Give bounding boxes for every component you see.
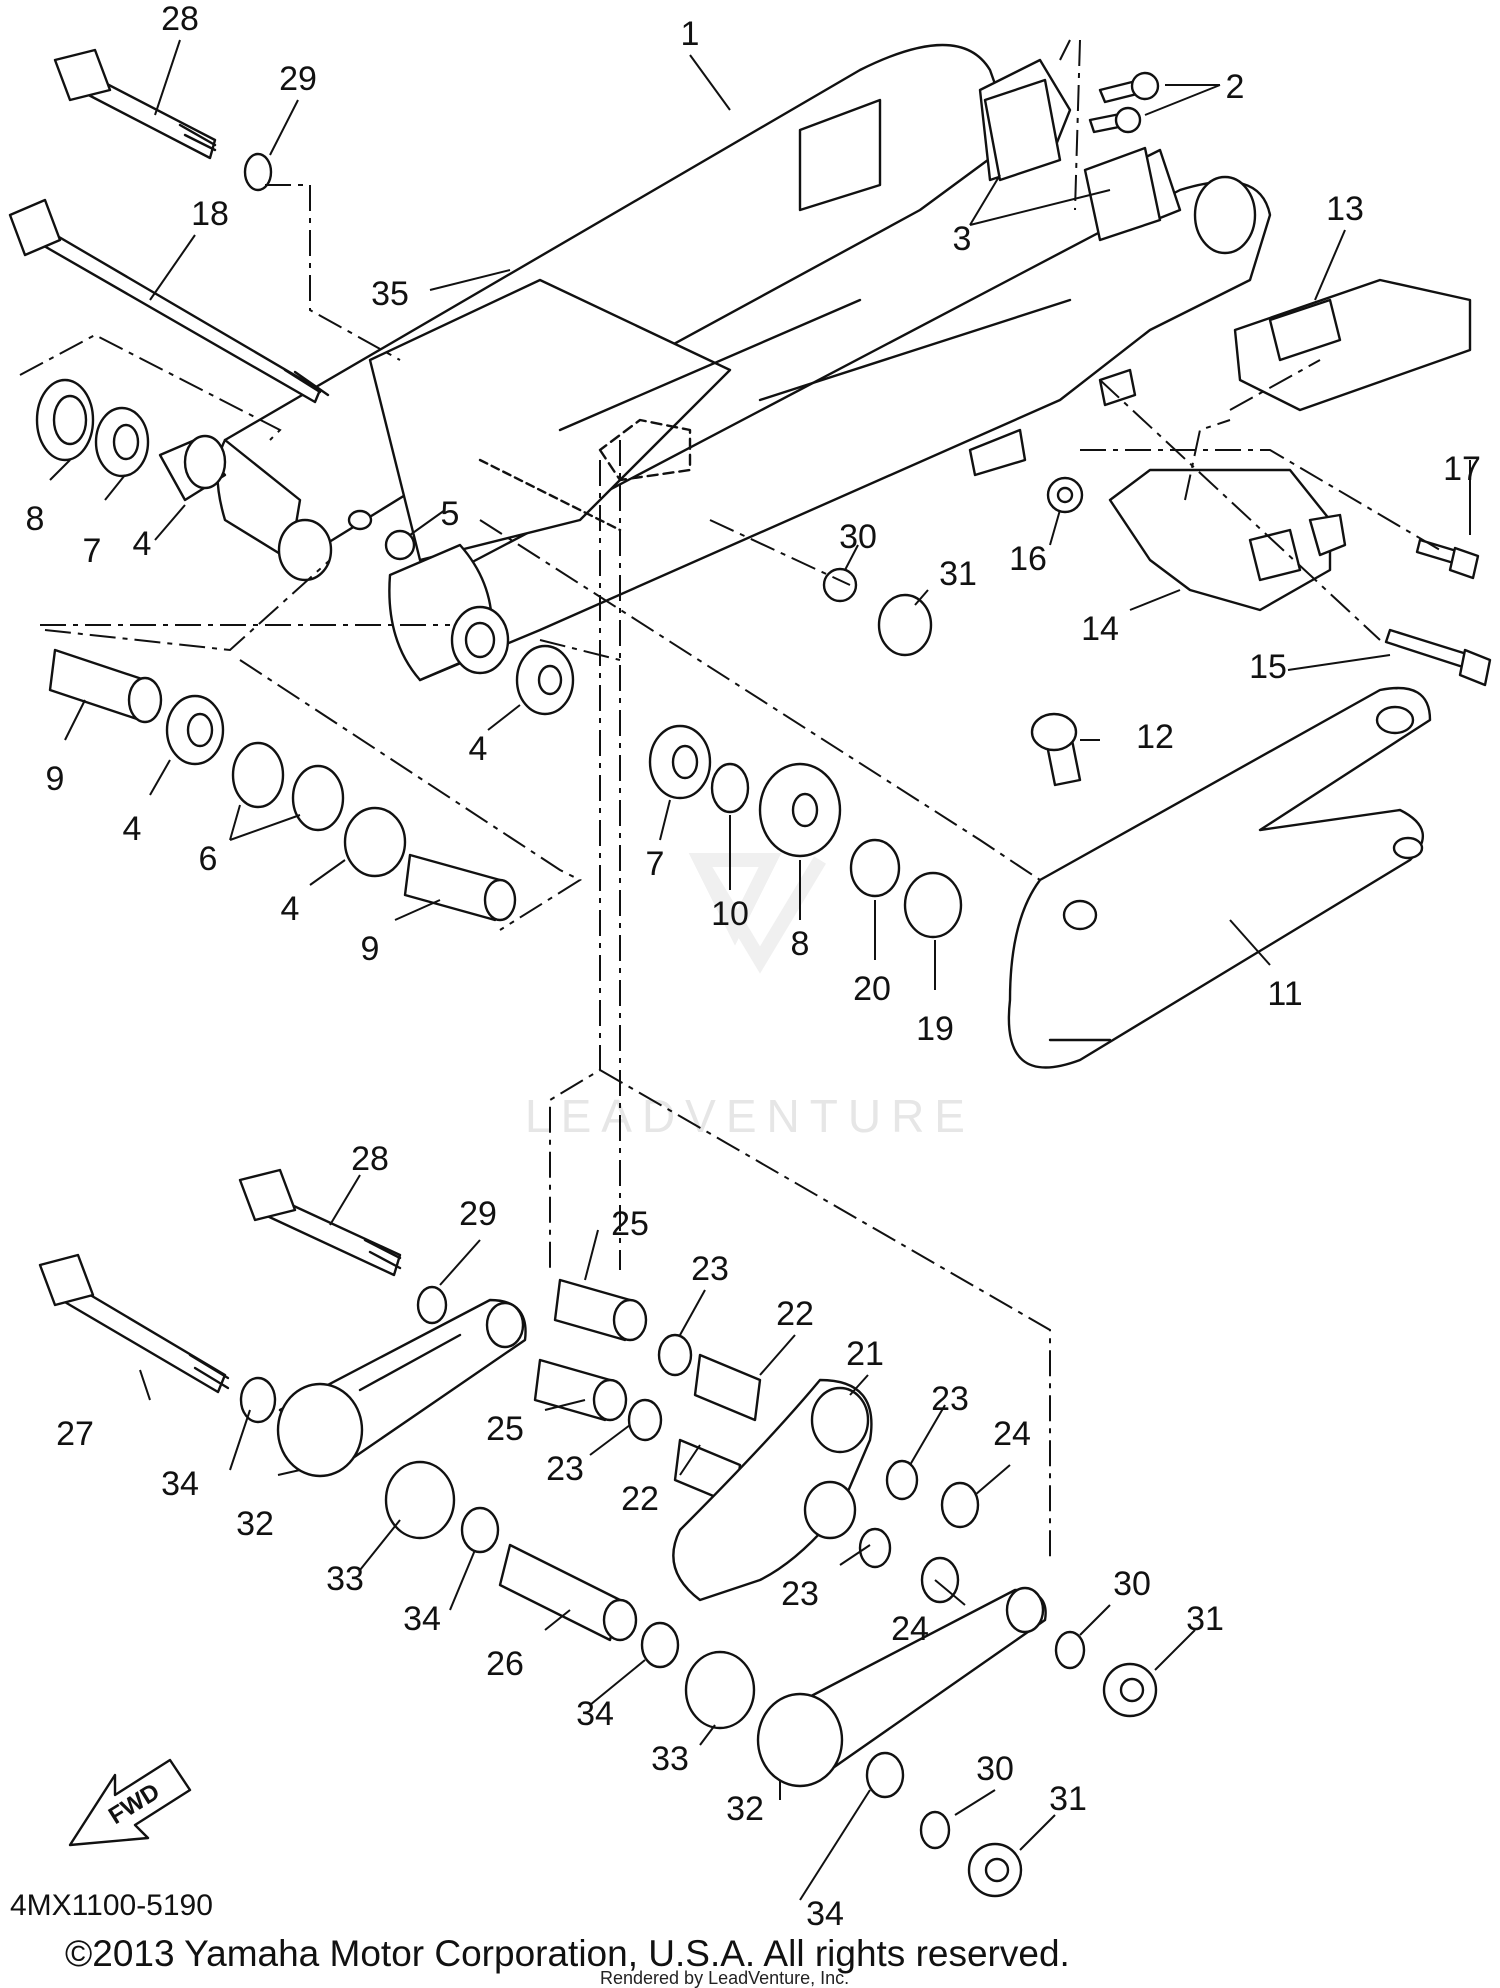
link-bolt-27	[38, 1253, 230, 1394]
callout-9-left: 9	[46, 760, 65, 798]
callout-31-mid: 31	[1186, 1600, 1224, 1638]
rendered-by: Rendered by LeadVenture, Inc.	[600, 1968, 849, 1988]
callouts: 28 29 18 1 2 3 35 13 13 8 7 4 5 30 31 16…	[26, 0, 1481, 1933]
callout-11: 11	[1267, 975, 1302, 1013]
copyright-line: ©2013 Yamaha Motor Corporation, U.S.A. A…	[65, 1933, 1070, 1974]
washer-29-top	[243, 152, 273, 192]
plate-3-parts	[983, 78, 1162, 242]
fwd-arrow-icon: FWD	[68, 1758, 192, 1847]
linkage-center-parts	[533, 1278, 980, 1604]
callout-7-mid: 7	[646, 845, 665, 883]
link-bolt-28-lower	[238, 1168, 402, 1277]
callout-34-d: 34	[806, 1895, 844, 1933]
callout-18: 18	[191, 195, 229, 233]
callout-30-bottom: 30	[976, 1750, 1014, 1788]
callout-29-lower: 29	[459, 1195, 497, 1233]
callout-24-b: 24	[891, 1610, 929, 1648]
bolt-2-parts	[1088, 71, 1160, 134]
pivot-shaft-18	[8, 198, 330, 404]
collar-5	[384, 529, 416, 561]
callout-8-top: 8	[26, 500, 45, 538]
callout-22-b: 22	[621, 1480, 659, 1518]
callout-2: 2	[1226, 68, 1245, 106]
callout-5: 5	[441, 495, 460, 533]
callout-29-top: 29	[279, 60, 317, 98]
callout-8-mid: 8	[791, 925, 810, 963]
assembly-lines	[19, 39, 1441, 1560]
callout-32-a: 32	[236, 1505, 274, 1543]
callout-28-lower: 28	[351, 1140, 389, 1178]
callout-1: 1	[681, 15, 700, 53]
callout-7-top: 7	[83, 532, 102, 570]
chain-guard-13	[1233, 278, 1472, 412]
callout-34-c: 34	[576, 1695, 614, 1733]
callout-15: 15	[1249, 648, 1287, 686]
bolts-15-16-17	[1046, 476, 1492, 687]
callout-23-b: 23	[546, 1450, 584, 1488]
collars-bearings-row	[48, 648, 517, 922]
callout-27: 27	[56, 1415, 94, 1453]
callout-9-right: 9	[361, 930, 380, 968]
callout-4-b: 4	[281, 890, 300, 928]
callout-23-c: 23	[931, 1380, 969, 1418]
callout-24-a: 24	[993, 1415, 1031, 1453]
collars-33-34-26	[239, 1376, 905, 1799]
leader-lines	[49, 39, 1471, 1901]
callout-6: 6	[199, 840, 218, 878]
chain-guide-14	[1108, 468, 1347, 612]
callout-14: 14	[1081, 610, 1119, 648]
callout-25-b: 25	[486, 1410, 524, 1448]
callout-35: 35	[371, 275, 409, 313]
callout-25-a: 25	[611, 1205, 649, 1243]
callout-12: 12	[1136, 718, 1174, 756]
callout-3: 3	[953, 220, 972, 258]
callout-34-b: 34	[403, 1600, 441, 1638]
callout-13: 13	[1326, 190, 1364, 228]
callout-32-b: 32	[726, 1790, 764, 1828]
callout-23-a: 23	[691, 1250, 729, 1288]
watermark-text: LEADVENTURE	[525, 1090, 975, 1142]
seals-8-7-4	[35, 378, 227, 502]
callout-30-mid: 30	[1113, 1565, 1151, 1603]
callout-4-c: 4	[469, 730, 488, 768]
callout-4-top: 4	[133, 525, 152, 563]
link-plates-32	[276, 1298, 1047, 1788]
callout-26: 26	[486, 1645, 524, 1683]
bolt-12	[1030, 712, 1082, 787]
center-bushings-row	[515, 567, 963, 939]
callout-17: 17	[1443, 450, 1481, 488]
callout-21: 21	[846, 1335, 884, 1373]
callout-33-b: 33	[651, 1740, 689, 1778]
callout-33-a: 33	[326, 1560, 364, 1598]
nuts-30-31-lower	[919, 1630, 1158, 1898]
callout-22-a: 22	[776, 1295, 814, 1333]
callout-16: 16	[1009, 540, 1047, 578]
washer-29-lower	[416, 1285, 448, 1325]
callout-20: 20	[853, 970, 891, 1008]
callout-30-top: 30	[839, 518, 877, 556]
diagram-code: 4MX1100-5190	[10, 1889, 213, 1922]
callout-19: 19	[916, 1010, 954, 1048]
callout-28-top: 28	[161, 0, 199, 38]
callout-4-a: 4	[123, 810, 142, 848]
callout-10: 10	[711, 895, 749, 933]
callout-34-a: 34	[161, 1465, 199, 1503]
callout-31-bottom: 31	[1049, 1780, 1087, 1818]
callout-23-d: 23	[781, 1575, 819, 1613]
swingarm-drawing	[216, 43, 1272, 682]
relay-arm-11	[1007, 686, 1432, 1069]
callout-31-top: 31	[939, 555, 977, 593]
pivot-bolt-28-top	[53, 48, 217, 160]
